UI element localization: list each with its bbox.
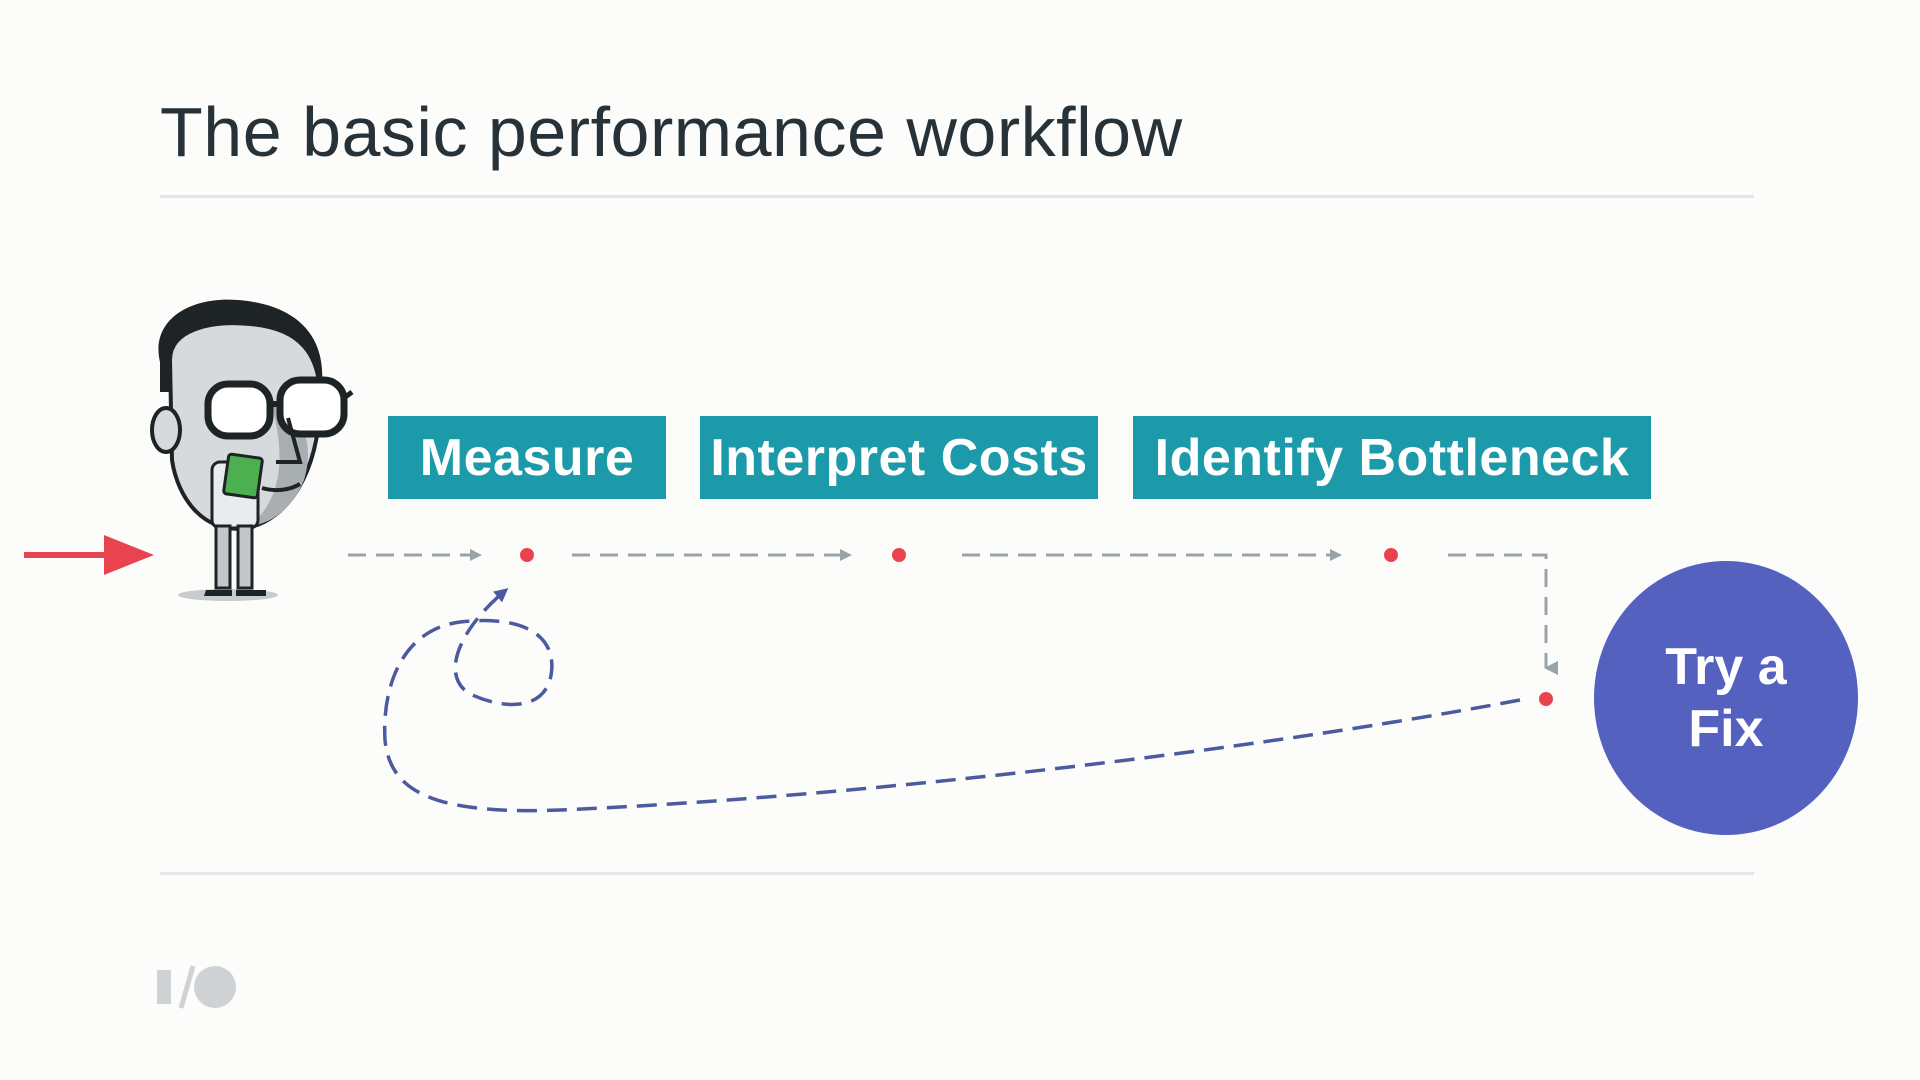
try-a-fix-label: Try a Fix bbox=[1665, 638, 1787, 758]
step-measure: Measure bbox=[388, 416, 666, 499]
checkpoint-dots bbox=[520, 548, 1553, 706]
step-interpret-costs-label: Interpret Costs bbox=[710, 428, 1088, 487]
entry-arrow-icon bbox=[24, 535, 154, 575]
step-measure-label: Measure bbox=[419, 428, 635, 487]
step-identify-bottleneck-label: Identify Bottleneck bbox=[1154, 428, 1630, 487]
checkpoint-measure bbox=[520, 548, 534, 562]
footer-divider bbox=[160, 872, 1754, 875]
try-a-fix-circle: Try a Fix bbox=[1594, 561, 1858, 835]
title-divider bbox=[160, 195, 1754, 198]
google-io-logo-icon bbox=[157, 965, 236, 1009]
checkpoint-identify bbox=[1384, 548, 1398, 562]
arrow-to-fix bbox=[1448, 553, 1558, 675]
step-identify-bottleneck: Identify Bottleneck bbox=[1133, 416, 1651, 499]
checkpoint-interpret bbox=[892, 548, 906, 562]
slide-title: The basic performance workflow bbox=[160, 93, 1183, 171]
developer-character-icon bbox=[150, 299, 354, 601]
loop-back-arrow bbox=[382, 588, 1521, 813]
forward-flow-arrows bbox=[348, 549, 1558, 675]
checkpoint-fix bbox=[1539, 692, 1553, 706]
step-interpret-costs: Interpret Costs bbox=[700, 416, 1098, 499]
